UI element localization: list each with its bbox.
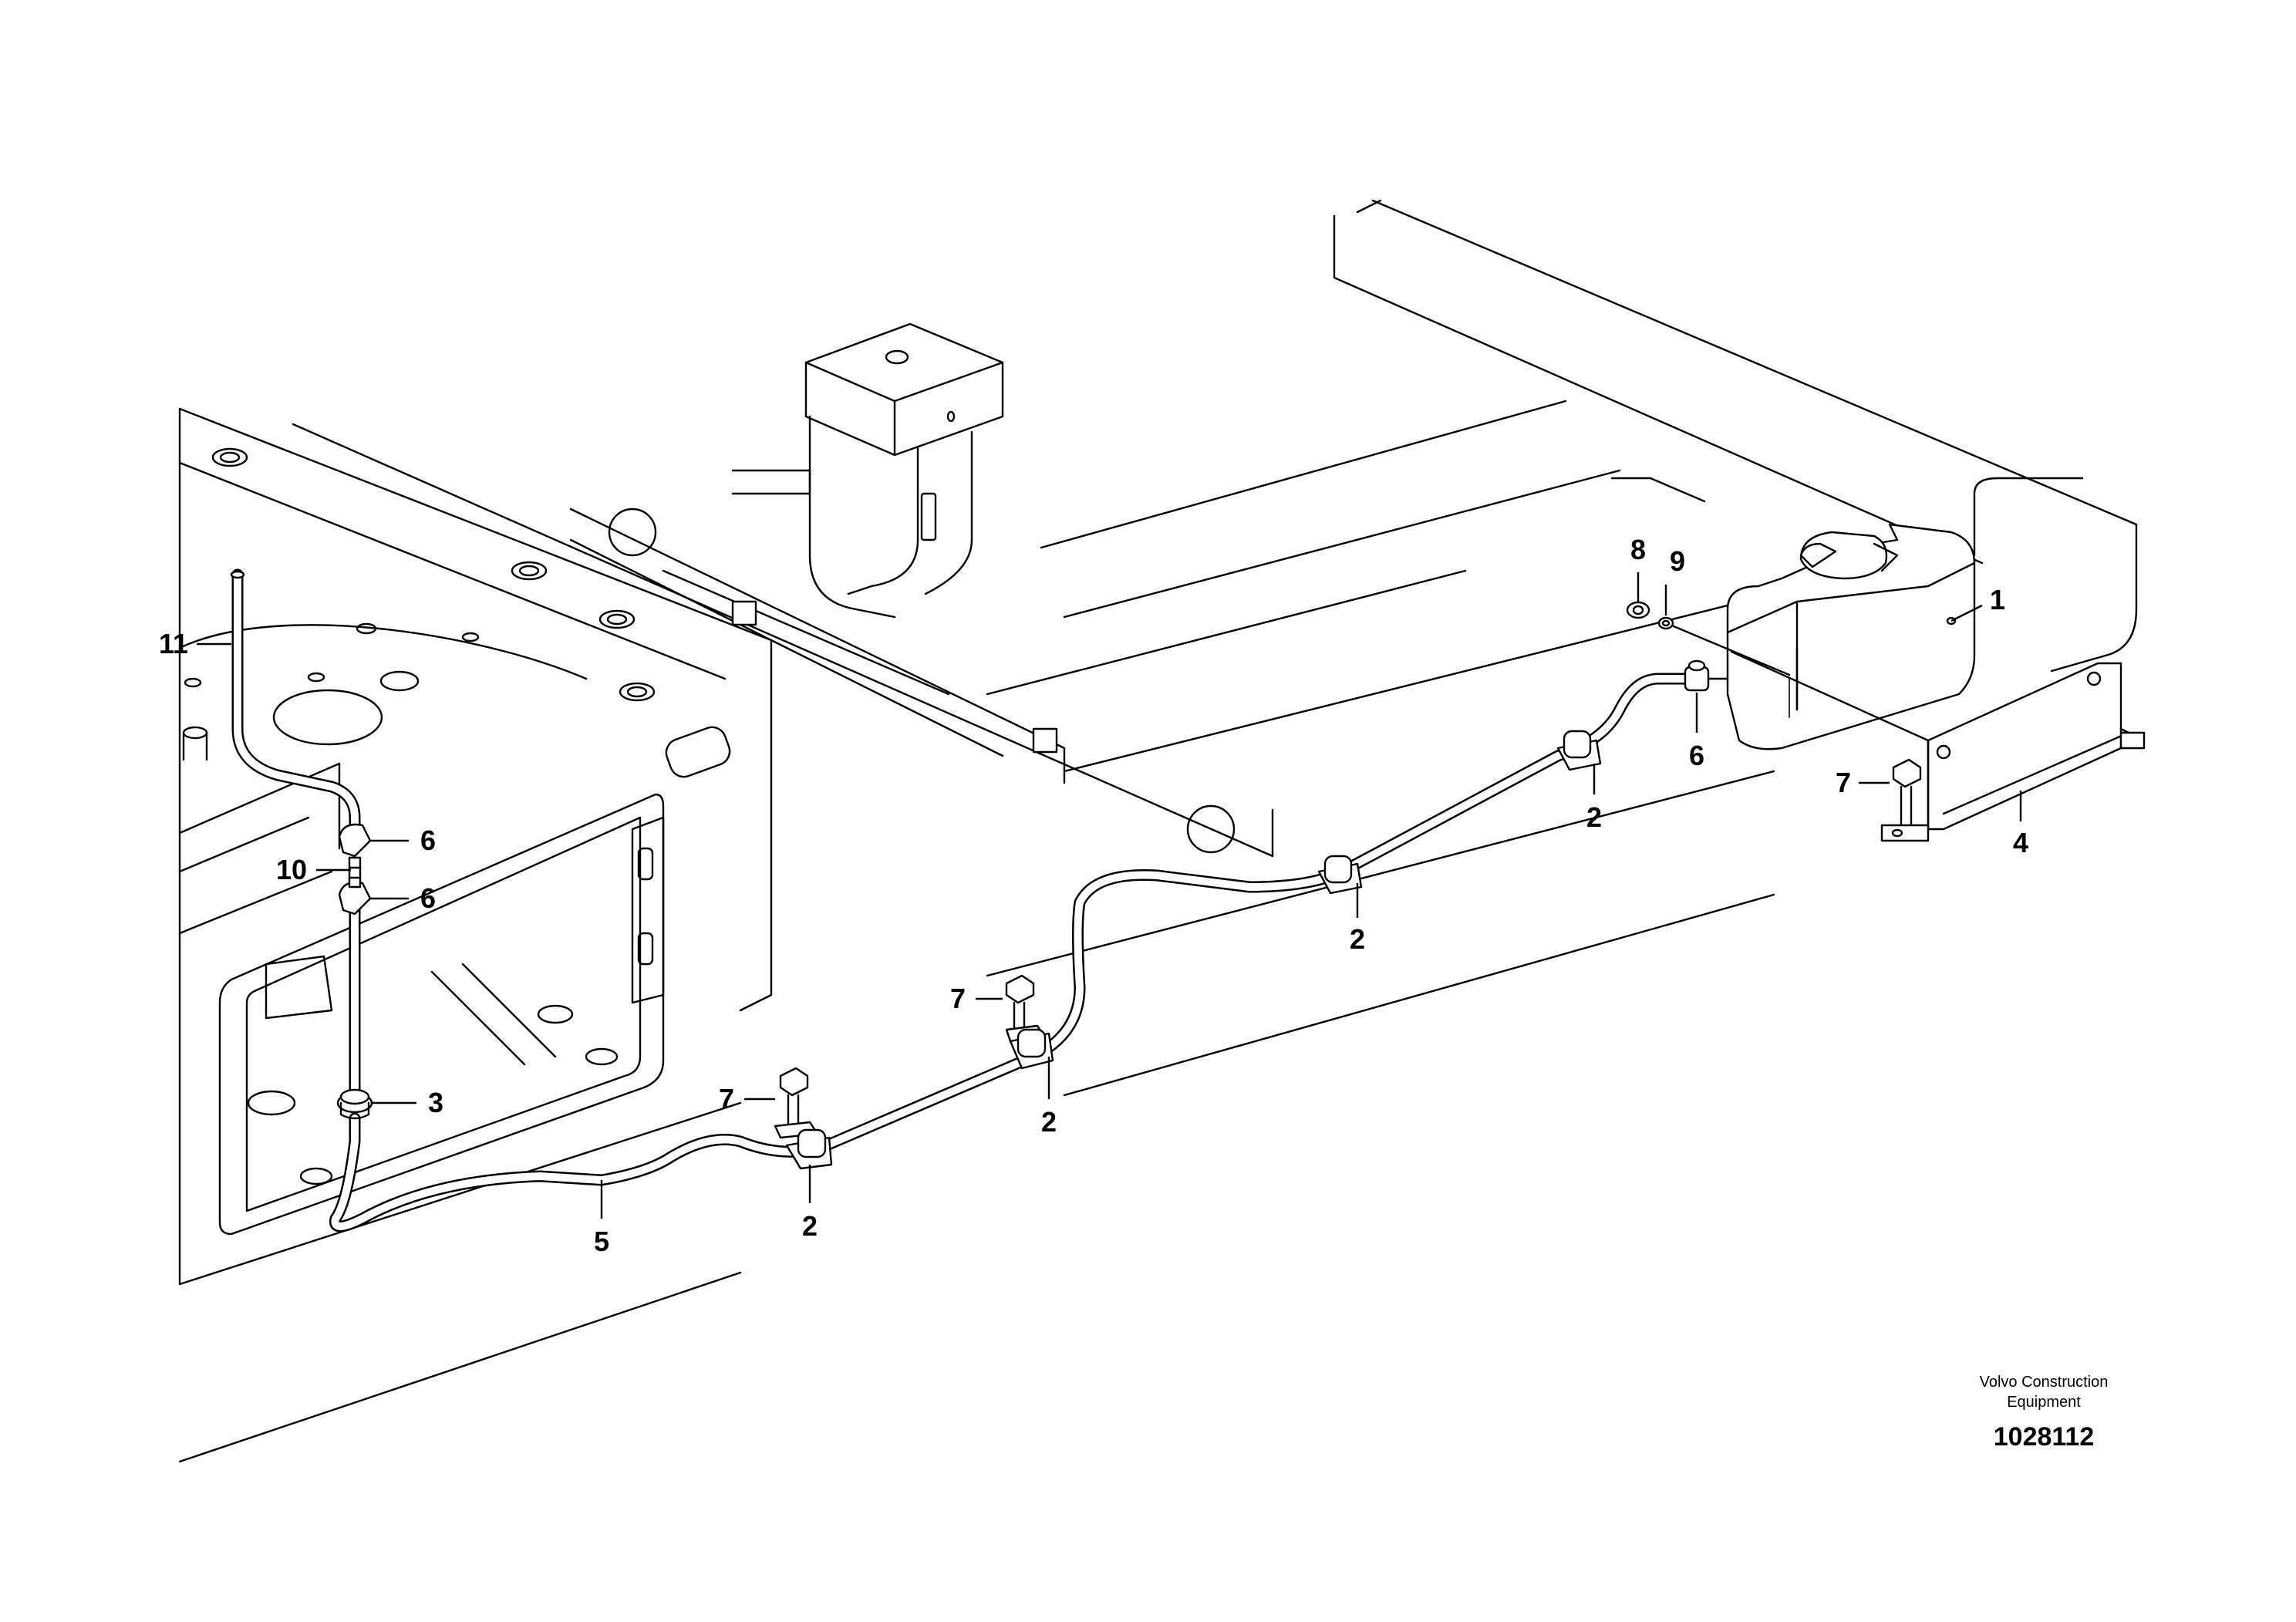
callout-labels: 1 2 2 2 2 3 4 5 6 6 6 7 7 7 8 9 10 11 (159, 534, 2028, 1257)
company-name-line1: Volvo Construction (1980, 1374, 2109, 1391)
callout-11: 11 (159, 628, 188, 659)
nozzle-10 (348, 856, 362, 889)
callout-7-right: 7 (1836, 767, 1851, 798)
callout-7-mid: 7 (950, 983, 966, 1014)
callout-2-b: 2 (1041, 1106, 1057, 1138)
callout-2-d: 2 (1586, 801, 1602, 833)
clamp-2-a (785, 1128, 833, 1170)
title-block: Volvo Construction Equipment 1028112 (1980, 1374, 2109, 1452)
callout-2-c: 2 (1350, 923, 1365, 955)
machine-frame (178, 199, 2138, 1463)
tank-bracket (1730, 650, 2146, 842)
callout-4: 4 (2013, 827, 2028, 858)
callout-6-lower: 6 (420, 882, 436, 914)
callout-7-left: 7 (719, 1083, 734, 1114)
connector-6-upper (338, 823, 372, 858)
callout-6-upper: 6 (420, 824, 436, 856)
clamp-2-c (1317, 855, 1363, 895)
clamp-2-d (1556, 730, 1602, 771)
screw-8 (1626, 601, 1650, 619)
callout-8: 8 (1630, 534, 1646, 565)
washer-tank (1726, 523, 1976, 750)
screw-7-right (1892, 758, 1922, 827)
drawing-number: 1028112 (1994, 1422, 2095, 1452)
callout-1: 1 (1990, 584, 2005, 615)
washer-9 (1657, 616, 1791, 676)
connector-6-tank (1684, 659, 1729, 692)
callout-3: 3 (428, 1087, 443, 1118)
callout-10: 10 (276, 854, 307, 885)
screw-7-left (774, 1067, 819, 1139)
clamp-2-b (1009, 1028, 1054, 1070)
callout-6-tank: 6 (1689, 740, 1704, 771)
callout-9: 9 (1670, 545, 1685, 577)
callout-5: 5 (594, 1226, 609, 1257)
leader-lines (197, 572, 2022, 1219)
company-name-line2: Equipment (2007, 1394, 2081, 1411)
callout-2-a: 2 (802, 1210, 818, 1242)
